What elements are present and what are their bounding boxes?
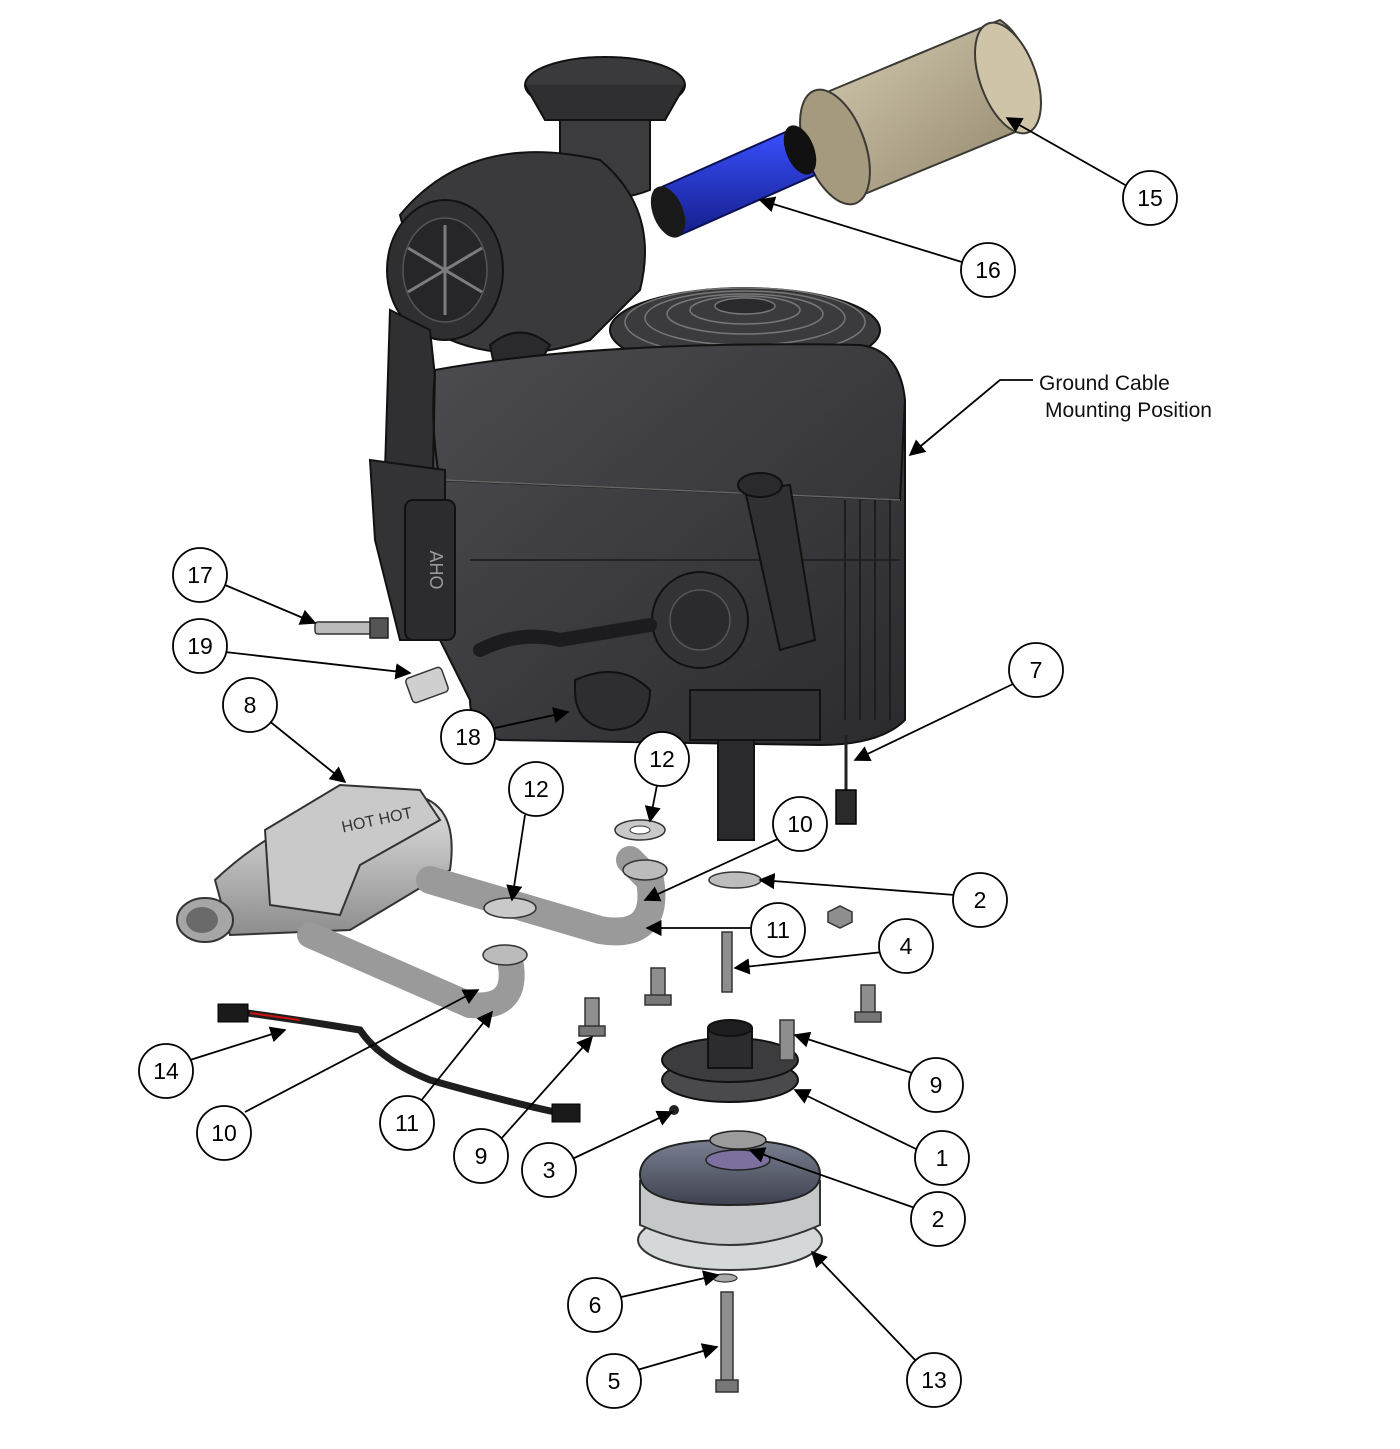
callout-17: 17 xyxy=(172,547,228,603)
callout-16-label: 16 xyxy=(975,257,1001,283)
callout-9a-label: 9 xyxy=(930,1072,943,1098)
callout-12b-label: 12 xyxy=(523,776,549,802)
wire-harness xyxy=(217,1003,581,1123)
callout-18: 18 xyxy=(440,709,496,765)
air-filter-housing xyxy=(383,56,686,471)
callout-10b: 10 xyxy=(196,1105,252,1161)
muffler: HOT HOT xyxy=(176,783,668,1019)
callout-19-label: 19 xyxy=(187,633,213,659)
callout-13: 13 xyxy=(906,1352,962,1408)
callout-6: 6 xyxy=(567,1277,623,1333)
intake-tube xyxy=(650,125,817,238)
callout-15: 15 xyxy=(1122,170,1178,226)
callout-bubbles: 15 16 17 19 8 18 7 12 12 10 2 11 4 14 9 … xyxy=(138,170,1178,1409)
callout-11a-label: 11 xyxy=(766,917,790,943)
callout-2a: 2 xyxy=(952,872,1008,928)
engine-pulley xyxy=(661,1019,799,1103)
callout-8-label: 8 xyxy=(244,692,257,718)
callout-3-label: 3 xyxy=(543,1157,556,1183)
callout-19: 19 xyxy=(172,618,228,674)
callout-4-label: 4 xyxy=(900,933,913,959)
parts-layer: AHO xyxy=(176,18,1042,1393)
callout-9a: 9 xyxy=(908,1057,964,1113)
callout-11a: 11 xyxy=(750,902,806,958)
engine-block: AHO xyxy=(368,343,906,841)
callout-15-label: 15 xyxy=(1137,185,1163,211)
callout-14-label: 14 xyxy=(153,1058,179,1084)
callout-9b-label: 9 xyxy=(475,1143,488,1169)
callout-3: 3 xyxy=(521,1142,577,1198)
ground-cable-connector xyxy=(835,735,857,825)
callout-12a-label: 12 xyxy=(649,746,675,772)
callout-8: 8 xyxy=(222,677,278,733)
ground-cable-note: Ground Cable Mounting Position xyxy=(1039,372,1212,422)
callout-11b-label: 11 xyxy=(395,1110,419,1136)
callout-17-label: 17 xyxy=(187,562,213,588)
callout-10a-label: 10 xyxy=(787,811,813,837)
air-cleaner-canister xyxy=(799,18,1042,206)
ground-note-line1: Ground Cable xyxy=(1039,372,1170,395)
engine-decal: AHO xyxy=(426,550,446,589)
spark-plug xyxy=(314,617,389,639)
callout-12a: 12 xyxy=(634,731,690,787)
callout-13-label: 13 xyxy=(921,1367,947,1393)
callout-2b-label: 2 xyxy=(932,1206,945,1232)
callout-2b: 2 xyxy=(910,1191,966,1247)
ground-note-line2: Mounting Position xyxy=(1045,399,1212,422)
callout-12b: 12 xyxy=(508,761,564,817)
oil-hose-fitting xyxy=(405,666,449,704)
callout-14: 14 xyxy=(138,1043,194,1099)
callout-7: 7 xyxy=(1008,642,1064,698)
callout-2a-label: 2 xyxy=(974,887,987,913)
callout-5: 5 xyxy=(586,1353,642,1409)
callout-16: 16 xyxy=(960,242,1016,298)
callout-18-label: 18 xyxy=(455,724,481,750)
callout-6-label: 6 xyxy=(589,1292,602,1318)
callout-11b: 11 xyxy=(379,1095,435,1151)
pto-clutch xyxy=(637,1130,823,1393)
exhaust-gasket-upper xyxy=(614,819,666,841)
callout-1: 1 xyxy=(914,1130,970,1186)
callout-9b: 9 xyxy=(453,1128,509,1184)
callout-1-label: 1 xyxy=(936,1145,949,1171)
callout-10b-label: 10 xyxy=(211,1120,237,1146)
callout-5-label: 5 xyxy=(608,1368,621,1394)
leader-lines xyxy=(189,117,1128,1371)
callout-7-label: 7 xyxy=(1030,657,1043,683)
callout-4: 4 xyxy=(878,918,934,974)
callout-10a: 10 xyxy=(772,796,828,852)
